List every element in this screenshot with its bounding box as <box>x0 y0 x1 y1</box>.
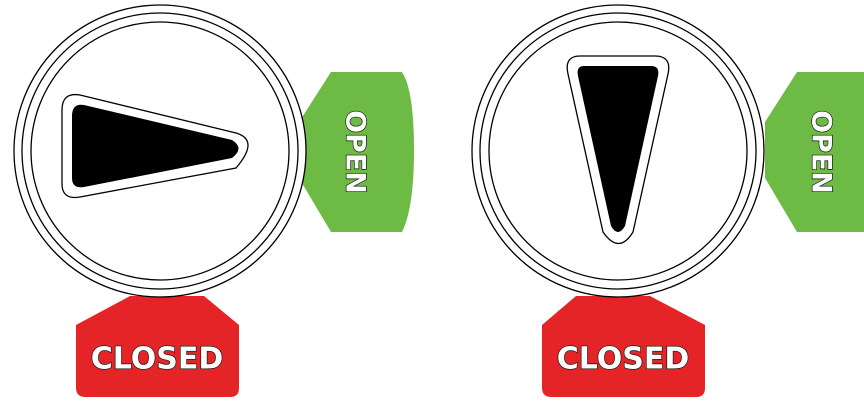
closed-label: CLOSED <box>91 342 224 377</box>
valve-left: OPEN CLOSED <box>13 4 414 397</box>
pointer-fill <box>577 66 659 232</box>
closed-tag-shape <box>76 296 239 397</box>
pointer-fill <box>72 104 239 188</box>
valve-right: OPEN CLOSED <box>471 4 864 397</box>
closed-tag-shape <box>542 296 705 397</box>
open-tag-shape <box>299 72 414 232</box>
valve-pointer[interactable] <box>566 55 670 245</box>
open-tag: OPEN <box>765 72 864 232</box>
valve-pointer[interactable] <box>61 93 249 199</box>
open-tag-shape <box>765 72 864 232</box>
closed-tag: CLOSED <box>76 296 239 397</box>
open-label: OPEN <box>806 110 837 194</box>
closed-tag: CLOSED <box>542 296 705 397</box>
open-tag: OPEN <box>299 72 414 232</box>
closed-label: CLOSED <box>557 342 690 377</box>
open-label: OPEN <box>340 110 371 194</box>
